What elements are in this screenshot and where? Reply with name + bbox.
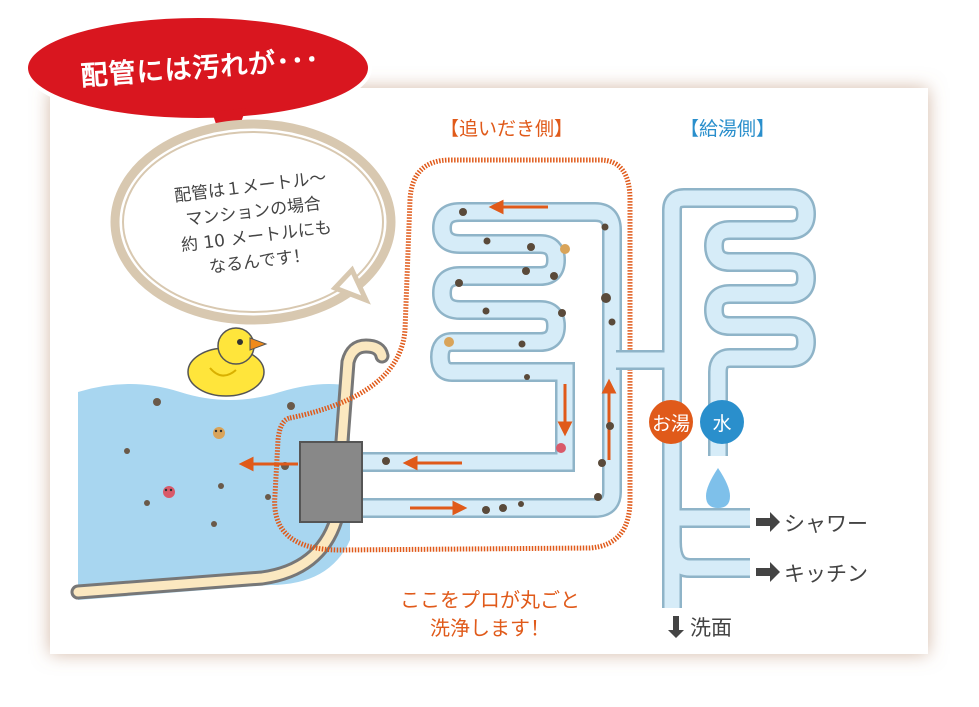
outlet-sink: 洗面 bbox=[690, 616, 732, 640]
outlet-kitchen: キッチン bbox=[784, 562, 868, 586]
flow-arrows bbox=[238, 199, 617, 516]
right-arrow-icon bbox=[756, 512, 780, 532]
water-drop-icon bbox=[706, 468, 730, 508]
down-arrow-icon bbox=[668, 616, 684, 638]
cold-water-badge: 水 bbox=[700, 400, 744, 444]
note-bubble bbox=[110, 119, 396, 325]
hot-water-badge: お湯 bbox=[649, 400, 693, 444]
caption-line: 洗浄します！ bbox=[430, 616, 550, 640]
duck-icon bbox=[187, 327, 268, 397]
caption-line: ここをプロが丸ごと bbox=[400, 588, 580, 612]
germ-icon bbox=[163, 486, 175, 498]
kyuto-heading: 【給湯側】 bbox=[680, 118, 776, 140]
caption: ここをプロが丸ごと 洗浄します！ bbox=[360, 586, 620, 642]
germ-icon bbox=[444, 244, 570, 453]
right-arrow-icon bbox=[756, 562, 780, 582]
kyuto-pipes bbox=[616, 188, 816, 608]
outlet-shower: シャワー bbox=[784, 512, 868, 536]
oidaki-heading: 【追いだき側】 bbox=[440, 118, 574, 140]
pump-unit bbox=[299, 441, 363, 523]
bath-water bbox=[78, 384, 350, 600]
germ-icon bbox=[213, 427, 225, 439]
bathtub-wall-inner bbox=[73, 341, 387, 597]
